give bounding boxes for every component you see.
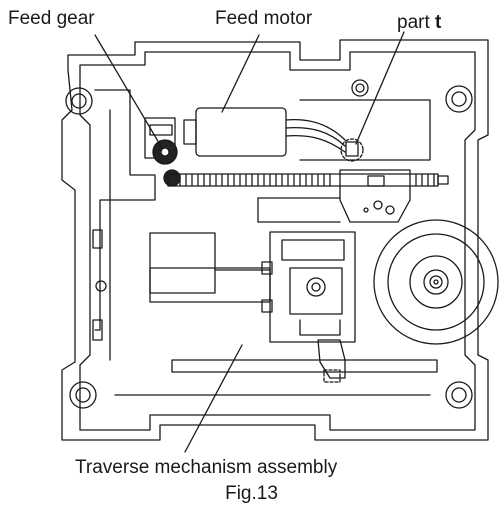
left-rail	[95, 90, 155, 330]
leader-feed-motor	[222, 35, 259, 112]
mounting-hole-top-left	[66, 88, 92, 114]
mounting-hole-bottom-left	[70, 382, 96, 408]
part-prefix: part	[397, 12, 436, 33]
part-t-connector	[346, 142, 358, 156]
turntable-outer	[374, 220, 498, 344]
chassis-frame	[62, 40, 488, 440]
pickup-top-plate	[282, 240, 344, 260]
left-pin-hole	[96, 281, 106, 291]
leader-feed-gear	[95, 35, 162, 148]
rack-bracket	[340, 170, 410, 222]
pickup-lens-assembly	[290, 268, 342, 314]
feed-motor-label: Feed motor	[215, 8, 313, 29]
lower-latch	[318, 340, 345, 378]
traverse-mechanism-label: Traverse mechanism assembly	[75, 457, 338, 478]
part-t-marker	[341, 139, 363, 161]
rack-screw-2	[386, 206, 394, 214]
motor-lead-wire-3	[286, 136, 345, 152]
feed-screw-threads	[180, 174, 434, 186]
motor-lead-wire-1	[286, 120, 345, 140]
mounting-hole-top-right	[446, 86, 472, 112]
turntable-ring	[388, 234, 484, 330]
mounting-hole-top-center	[352, 80, 368, 96]
turntable-hub	[424, 270, 448, 294]
figure-caption: Fig.13	[225, 483, 278, 504]
traverse-mechanism-drawing	[0, 0, 503, 456]
pickup-foot	[300, 320, 340, 335]
left-slot-lower	[93, 320, 102, 340]
left-slot-upper	[93, 230, 102, 248]
spindle-center	[434, 280, 438, 284]
rack-pin	[364, 208, 368, 212]
pickup-lens-outer	[307, 278, 325, 296]
flex-cable-upper	[150, 233, 215, 293]
feed-gear-label: Feed gear	[8, 8, 95, 29]
rack-teeth	[368, 176, 384, 186]
motor-lead-wire-2	[286, 128, 345, 146]
part-t-label: part t	[397, 12, 441, 34]
feed-motor-body	[196, 108, 286, 156]
feed-gear-small	[164, 170, 180, 186]
feed-gear-hub	[161, 148, 169, 156]
pickup-clip-left-lower	[262, 300, 272, 312]
flex-cable	[150, 268, 270, 302]
spindle-shaft	[430, 276, 442, 288]
pickup-lens	[312, 283, 320, 291]
worm-gear	[150, 125, 172, 135]
mounting-hole-bottom-right	[446, 382, 472, 408]
rack-screw-1	[374, 201, 382, 209]
upper-plate	[300, 100, 430, 160]
pickup-housing	[270, 232, 355, 342]
turntable-hub-ring	[410, 256, 462, 308]
leader-traverse	[185, 345, 242, 452]
feed-screw-end-bearing	[438, 176, 448, 184]
feed-motor-shaft-end	[184, 120, 196, 144]
pickup-clip-left	[262, 262, 272, 274]
part-letter: t	[435, 12, 442, 33]
leader-part-t	[356, 32, 404, 144]
spindle-turntable	[374, 220, 498, 344]
chassis-inner-edge	[80, 52, 475, 430]
feed-screw	[168, 174, 438, 186]
lower-rail	[172, 360, 437, 372]
lower-latch-dashed	[324, 370, 340, 382]
